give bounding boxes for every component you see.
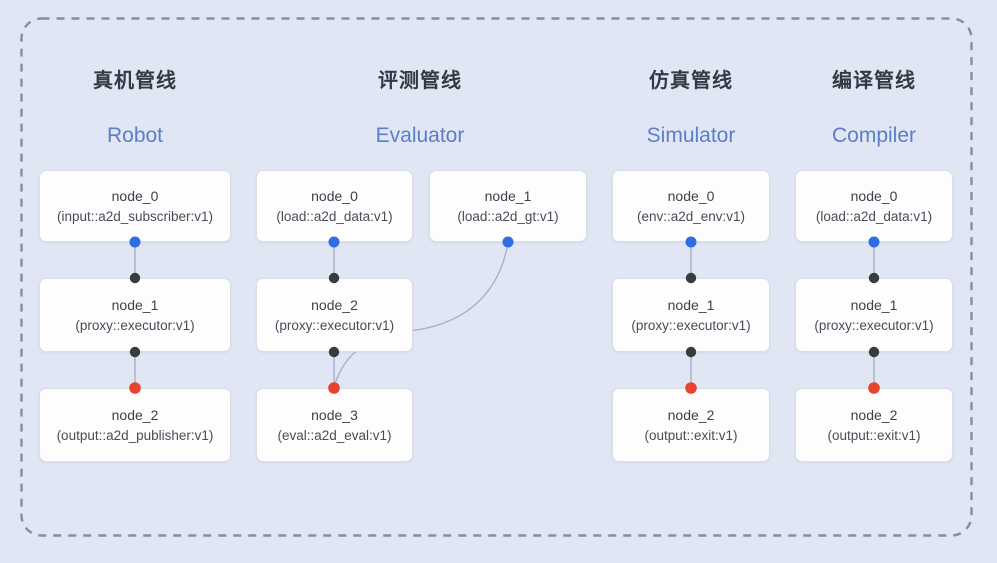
node-simulator-2: node_2 (output::exit:v1) xyxy=(612,388,770,462)
node-subtitle: (output::exit:v1) xyxy=(644,427,738,443)
node-subtitle: (proxy::executor:v1) xyxy=(274,317,395,333)
node-evaluator-2: node_2 (proxy::executor:v1) xyxy=(256,278,413,352)
node-title: node_1 xyxy=(667,296,715,313)
node-subtitle: (load::a2d_data:v1) xyxy=(815,208,933,224)
node-subtitle: (load::a2d_data:v1) xyxy=(276,208,393,224)
node-subtitle: (output::exit:v1) xyxy=(827,427,921,443)
node-evaluator-3: node_3 (eval::a2d_eval:v1) xyxy=(256,388,413,462)
node-title: node_1 xyxy=(484,187,532,204)
header-en-robot: Robot xyxy=(106,124,164,147)
node-title: node_0 xyxy=(667,187,715,204)
header-en-evaluator: Evaluator xyxy=(375,124,465,147)
node-title: node_3 xyxy=(311,406,358,423)
node-title: node_1 xyxy=(850,296,898,313)
header-zh-evaluator: 评测管线 xyxy=(378,70,462,92)
node-compiler-2: node_2 (output::exit:v1) xyxy=(795,388,953,462)
node-subtitle: (input::a2d_subscriber:v1) xyxy=(56,208,214,224)
node-evaluator-0: node_0 (load::a2d_data:v1) xyxy=(256,170,413,242)
node-title: node_2 xyxy=(111,406,159,423)
node-subtitle: (output::a2d_publisher:v1) xyxy=(56,427,214,443)
node-subtitle: (proxy::executor:v1) xyxy=(631,317,751,333)
node-simulator-1: node_1 (proxy::executor:v1) xyxy=(612,278,770,352)
node-subtitle: (proxy::executor:v1) xyxy=(75,317,195,333)
node-compiler-1: node_1 (proxy::executor:v1) xyxy=(795,278,953,352)
node-simulator-0: node_0 (env::a2d_env:v1) xyxy=(612,170,770,242)
node-subtitle: (eval::a2d_eval:v1) xyxy=(277,427,392,443)
node-robot-1: node_1 (proxy::executor:v1) xyxy=(39,278,231,352)
node-title: node_2 xyxy=(850,406,898,423)
header-en-compiler: Compiler xyxy=(831,124,917,147)
header-zh-simulator: 仿真管线 xyxy=(649,70,733,92)
node-title: node_1 xyxy=(111,296,159,313)
node-title: node_2 xyxy=(667,406,715,423)
node-subtitle: (load::a2d_gt:v1) xyxy=(457,208,559,224)
node-title: node_2 xyxy=(311,296,358,313)
node-title: node_0 xyxy=(850,187,898,204)
node-compiler-0: node_0 (load::a2d_data:v1) xyxy=(795,170,953,242)
node-subtitle: (proxy::executor:v1) xyxy=(814,317,934,333)
node-robot-2: node_2 (output::a2d_publisher:v1) xyxy=(39,388,231,462)
header-zh-robot: 真机管线 xyxy=(93,70,177,92)
node-evaluator-1: node_1 (load::a2d_gt:v1) xyxy=(429,170,587,242)
dashed-border xyxy=(20,17,973,537)
node-subtitle: (env::a2d_env:v1) xyxy=(636,208,746,224)
header-en-simulator: Simulator xyxy=(646,124,736,147)
header-zh-compiler: 编译管线 xyxy=(832,70,916,92)
node-title: node_0 xyxy=(111,187,159,204)
node-title: node_0 xyxy=(311,187,358,204)
node-robot-0: node_0 (input::a2d_subscriber:v1) xyxy=(39,170,231,242)
